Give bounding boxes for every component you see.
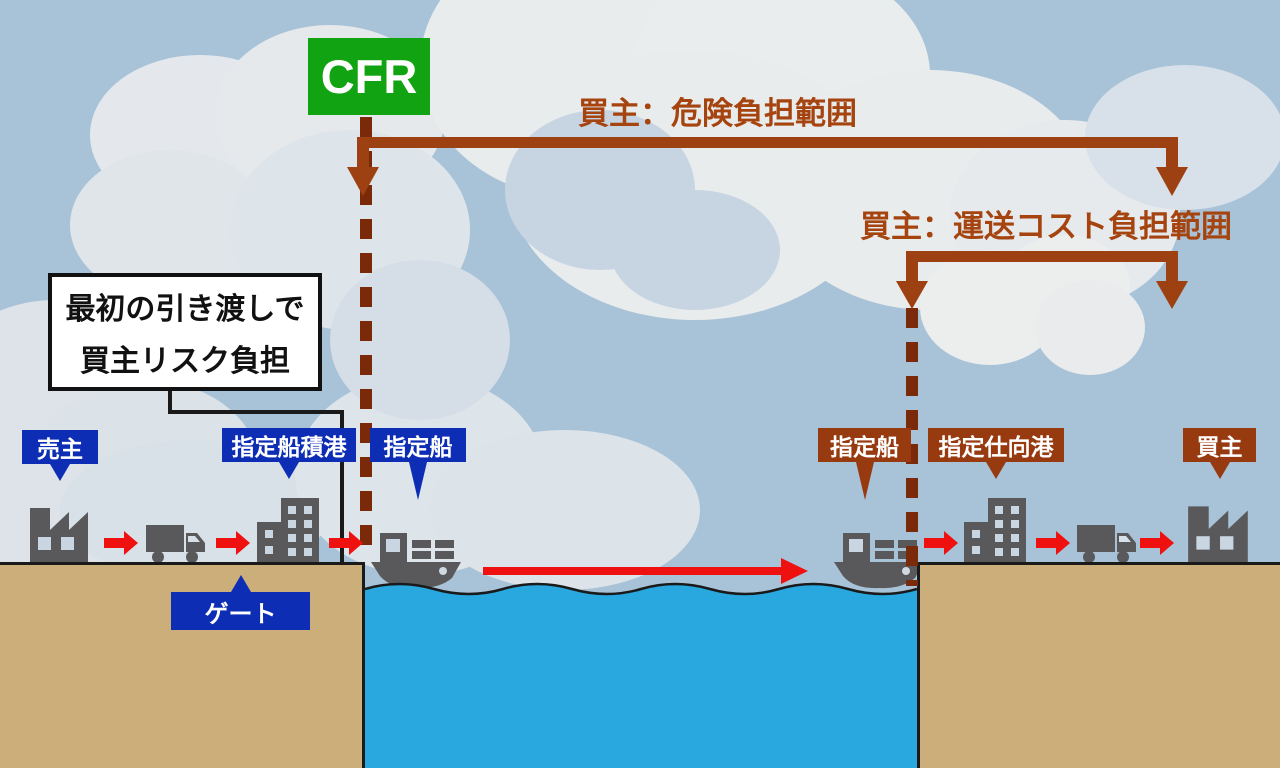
arrow-right-icon: [1140, 531, 1174, 555]
arrow-right-icon: [329, 531, 363, 555]
label-destination-port-text: 指定仕向港: [938, 434, 1054, 460]
label-designated-ship-left: 指定船: [370, 428, 466, 500]
label-pointer: [1209, 462, 1230, 479]
sea-transit-arrow-icon: [483, 558, 808, 584]
label-seller: 売主: [22, 430, 98, 481]
truck-icon: [146, 525, 205, 563]
label-ship-left-text: 指定船: [383, 434, 453, 460]
truck-icon: [1077, 525, 1136, 563]
label-pointer: [409, 462, 427, 500]
cloud: [610, 190, 780, 310]
arrow-right-icon: [104, 531, 138, 555]
water: [365, 582, 917, 768]
label-shipment-port-text: 指定船積港: [231, 434, 347, 460]
label-buyer: 買主: [1183, 428, 1256, 479]
ground-right: [917, 562, 1280, 768]
label-pointer: [230, 575, 251, 592]
label-ship-right-text: 指定船: [830, 434, 899, 460]
risk-note-box: 最初の引き渡しで 買主リスク負担: [48, 273, 322, 391]
cloud: [430, 430, 700, 590]
arrow-right-icon: [924, 531, 958, 555]
note-connector-line: [168, 389, 172, 414]
ship-icon: [371, 533, 461, 589]
label-pointer: [855, 462, 874, 500]
label-pointer: [279, 462, 299, 479]
cloud: [330, 260, 510, 420]
label-buyer-text: 買主: [1196, 434, 1243, 460]
incoterm-badge: CFR: [308, 38, 430, 115]
cost-range-label: 買主：運送コスト負担範囲: [860, 209, 1232, 244]
risk-transfer-dashed-line: [360, 117, 372, 558]
cost-transfer-dashed-line: [906, 308, 918, 586]
risk-note-line2: 買主リスク負担: [80, 344, 290, 378]
building-icon: [257, 498, 319, 562]
label-seller-text: 売主: [37, 436, 83, 462]
label-gate-text: ゲート: [204, 600, 277, 628]
factory-icon: [1188, 506, 1248, 562]
label-shipment-port: 指定船積港: [222, 428, 356, 479]
label-pointer: [986, 462, 1006, 479]
factory-icon: [30, 508, 88, 562]
arrow-right-icon: [216, 531, 250, 555]
label-destination-port: 指定仕向港: [928, 428, 1064, 479]
cloud: [1085, 65, 1280, 210]
cloud: [1035, 280, 1145, 375]
risk-note-line1: 最初の引き渡しで: [65, 293, 305, 327]
building-icon: [964, 498, 1026, 562]
arrow-right-icon: [1036, 531, 1070, 555]
note-connector-line: [168, 410, 344, 414]
label-gate: ゲート: [171, 575, 310, 630]
label-pointer: [50, 464, 70, 481]
note-connector-line: [340, 410, 344, 562]
risk-range-label: 買主：危険負担範囲: [578, 96, 857, 131]
label-designated-ship-right: 指定船: [818, 428, 911, 500]
